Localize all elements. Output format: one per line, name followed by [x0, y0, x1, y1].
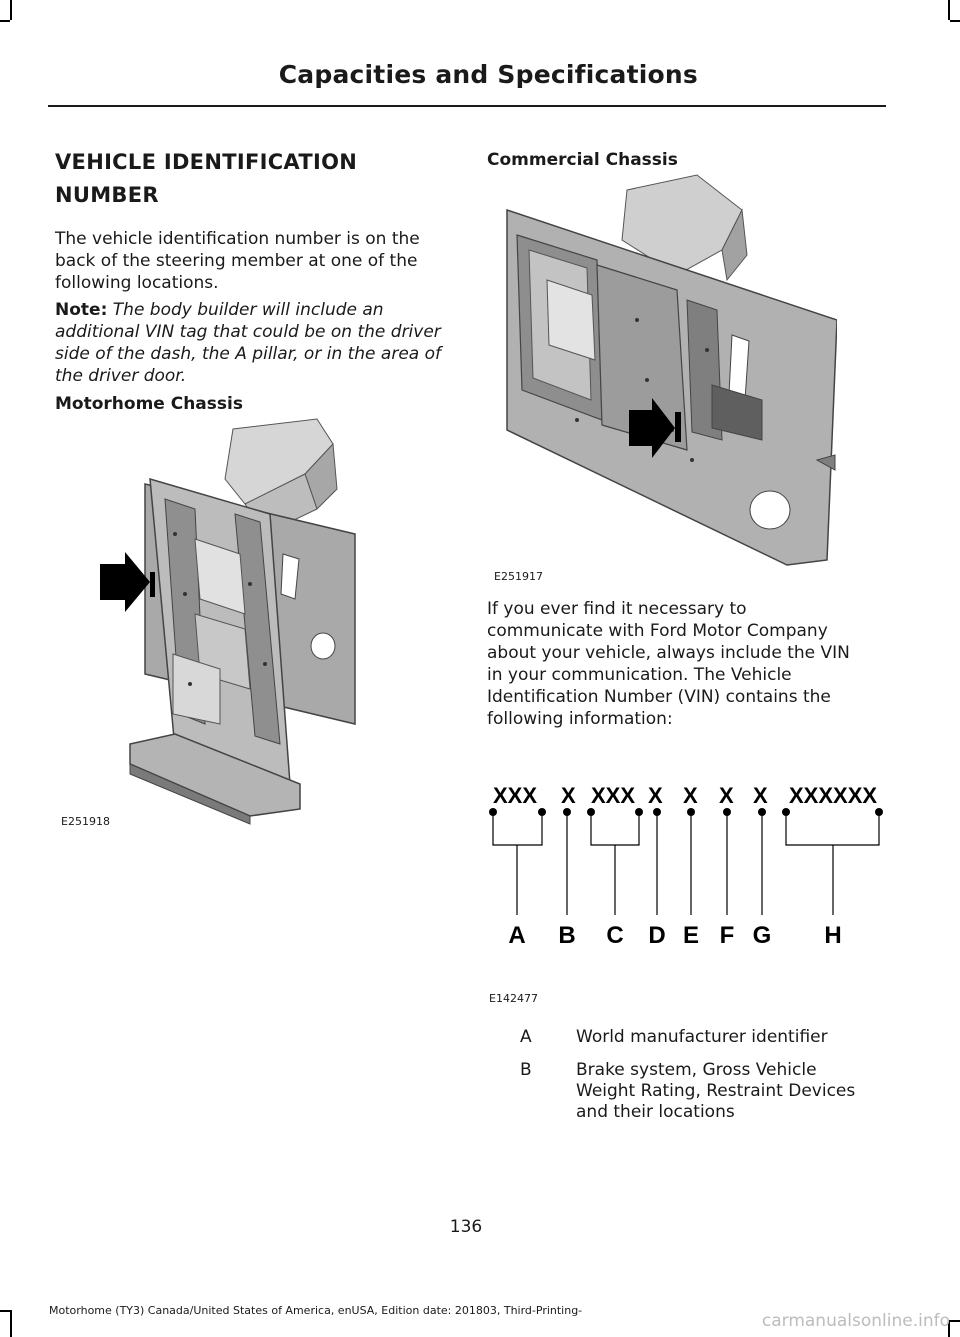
vin-label-b: B [558, 922, 575, 949]
motorhome-heading: Motorhome Chassis [55, 394, 243, 414]
crop-mark [948, 1320, 950, 1337]
legend-key: A [520, 1027, 532, 1047]
commercial-figure-code: E251917 [494, 570, 543, 583]
crop-mark [948, 0, 950, 20]
vin-group-h: XXXXXX [789, 783, 877, 808]
legend-value: Brake system, Gross Vehicle Weight Ratin… [576, 1060, 856, 1122]
vin-group-f: X [719, 783, 734, 808]
vin-group-c: XXX [591, 783, 635, 808]
page-number: 136 [449, 1217, 483, 1237]
vin-group-e: X [683, 783, 698, 808]
header-rule [48, 105, 886, 107]
page-header-title: Capacities and Specifications [278, 60, 698, 89]
legend-key: B [520, 1060, 532, 1080]
crop-mark [0, 20, 10, 22]
legend-value: World manufacturer identifier [576, 1027, 828, 1047]
vin-label-c: C [606, 922, 623, 949]
note-text: The body builder will include an additio… [55, 300, 441, 386]
crop-mark [950, 1320, 960, 1322]
commercial-heading: Commercial Chassis [487, 150, 678, 170]
crop-mark [950, 20, 960, 22]
vin-group-g: X [753, 783, 768, 808]
note-label: Note: [55, 300, 108, 320]
vin-label-f: F [720, 922, 735, 949]
vin-label-a: A [508, 922, 525, 949]
vin-group-d: X [648, 783, 663, 808]
motorhome-chassis-illustration [100, 418, 356, 825]
vin-figure-code: E142477 [489, 992, 538, 1005]
section-title: VEHICLE IDENTIFICATION NUMBER [55, 150, 358, 207]
crop-mark [10, 0, 12, 20]
vin-label-e: E [683, 922, 699, 949]
vin-label-h: H [824, 922, 841, 949]
motorhome-chassis-figure [55, 414, 375, 834]
vin-group-a: XXX [493, 783, 537, 808]
intro-paragraph: The vehicle identification number is on … [55, 229, 420, 293]
commercial-chassis-figure [487, 170, 837, 585]
crop-mark [0, 1310, 10, 1312]
vin-label-g: G [753, 922, 772, 949]
commercial-chassis-illustration [506, 174, 837, 566]
note-paragraph: Note: The body builder will include an a… [55, 299, 450, 387]
vin-group-b: X [561, 783, 576, 808]
watermark: carmanualsonline.info [761, 1311, 950, 1331]
footer-edition-text: Motorhome (TY3) Canada/United States of … [49, 1304, 583, 1317]
arrow-right-icon [100, 552, 155, 612]
vin-info-paragraph: If you ever find it necessary to communi… [487, 599, 850, 729]
arrow-right-icon [629, 398, 681, 458]
crop-mark [10, 1310, 12, 1337]
motorhome-figure-code: E251918 [61, 815, 110, 828]
vin-structure-diagram: XXX X XXX X X X X XXXXXX [487, 775, 887, 955]
vin-label-d: D [648, 922, 665, 949]
